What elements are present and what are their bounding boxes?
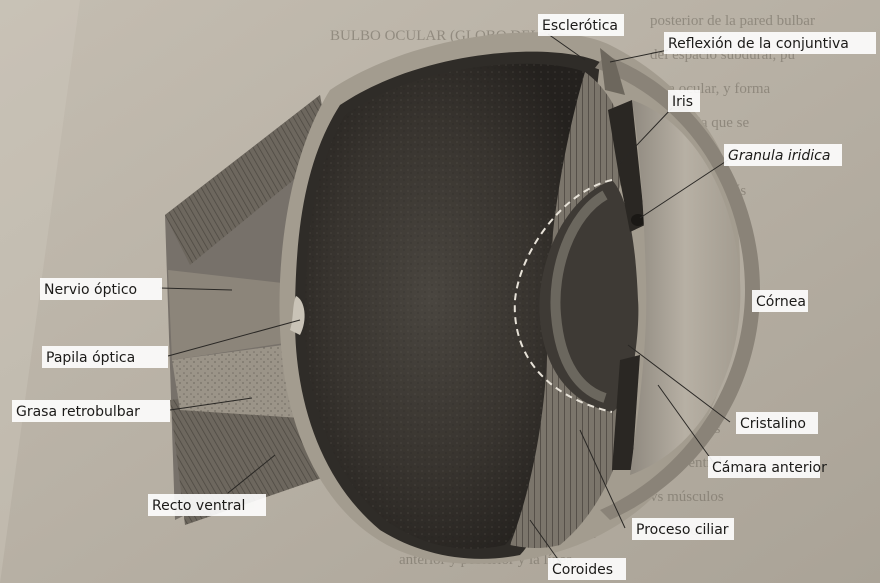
label-esclerotica: Esclerótica [542, 18, 618, 34]
label-coroides: Coroides [552, 562, 613, 578]
label-reflexion-conjuntiva: Reflexión de la conjuntiva [668, 36, 849, 52]
label-recto-ventral: Recto ventral [152, 498, 245, 514]
label-granula-iridica: Granula iridica [728, 148, 830, 164]
label-cornea: Córnea [756, 294, 806, 310]
label-grasa-retrobulbar: Grasa retrobulbar [16, 404, 140, 420]
label-proceso-ciliar: Proceso ciliar [636, 522, 729, 538]
label-nervio-optico: Nervio óptico [44, 282, 137, 298]
background-text-line: vs músculos [650, 489, 724, 505]
label-iris: Iris [672, 94, 693, 110]
label-camara-anterior: Cámara anterior [712, 460, 827, 476]
label-cristalino: Cristalino [740, 416, 806, 432]
label-papila-optica: Papila óptica [46, 350, 135, 366]
background-text-line: posterior de la pared bulbar [650, 13, 815, 29]
